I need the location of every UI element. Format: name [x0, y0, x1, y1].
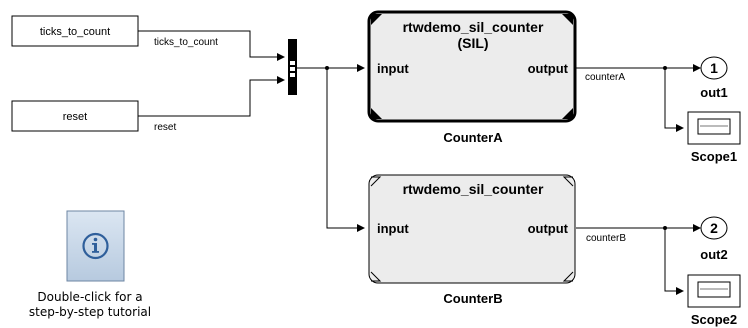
- tutorial-button[interactable]: [66, 210, 125, 282]
- scope1-name: Scope1: [691, 149, 737, 164]
- outport-out1[interactable]: 1: [700, 56, 728, 80]
- signal-label-counterA: counterA: [585, 72, 625, 83]
- counterA-model-name: rtwdemo_sil_counter: [403, 19, 544, 35]
- signal-label-reset: reset: [154, 122, 176, 133]
- counterA-block-name: CounterA: [443, 130, 503, 145]
- inport-ticks-to-count-label: ticks_to_count: [40, 26, 110, 38]
- branch-point: [325, 66, 329, 70]
- counterB-block-name: CounterB: [443, 291, 502, 306]
- counterA-sim-mode: (SIL): [457, 35, 488, 51]
- wire-counterB-to-scope2[interactable]: [664, 228, 684, 295]
- wire-reset[interactable]: [138, 76, 285, 117]
- inport-ticks-to-count[interactable]: ticks_to_count: [11, 15, 139, 47]
- counterA-output-port: output: [528, 61, 569, 76]
- tutorial-caption[interactable]: Double-click for a step-by-step tutorial: [10, 290, 170, 320]
- signal-lines: [138, 30, 701, 295]
- counterB-output-port: output: [528, 221, 569, 236]
- scope2-name: Scope2: [691, 312, 737, 327]
- signal-label-ticks-to-count: ticks_to_count: [154, 37, 218, 48]
- model-block-counterB[interactable]: rtwdemo_sil_counter input output: [368, 174, 576, 284]
- outport-out2[interactable]: 2: [700, 216, 728, 240]
- wire-mux-to-counterB[interactable]: [326, 68, 365, 232]
- branch-point: [663, 66, 667, 70]
- tutorial-caption-line1: Double-click for a: [37, 290, 143, 304]
- outport-out1-name: out1: [700, 85, 727, 100]
- tutorial-caption-line2: step-by-step tutorial: [28, 305, 152, 319]
- info-icon: [82, 232, 109, 260]
- inport-reset-label: reset: [63, 111, 87, 123]
- counterB-input-port: input: [377, 221, 409, 236]
- branch-point: [663, 226, 667, 230]
- counterB-model-name: rtwdemo_sil_counter: [403, 181, 544, 197]
- outport-out2-number: 2: [710, 220, 718, 236]
- wire-counterA-to-scope1[interactable]: [664, 68, 684, 132]
- wire-ticks-to-count[interactable]: [138, 30, 285, 61]
- outport-out1-number: 1: [710, 60, 718, 76]
- counterA-input-port: input: [377, 61, 409, 76]
- scope-block-scope2[interactable]: [687, 274, 741, 308]
- scope-block-scope1[interactable]: [687, 111, 741, 145]
- inport-reset[interactable]: reset: [11, 100, 139, 132]
- mux-block[interactable]: [288, 39, 297, 95]
- model-block-counterA[interactable]: rtwdemo_sil_counter (SIL) input output: [367, 10, 577, 123]
- outport-out2-name: out2: [700, 247, 727, 262]
- signal-label-counterB: counterB: [586, 233, 626, 244]
